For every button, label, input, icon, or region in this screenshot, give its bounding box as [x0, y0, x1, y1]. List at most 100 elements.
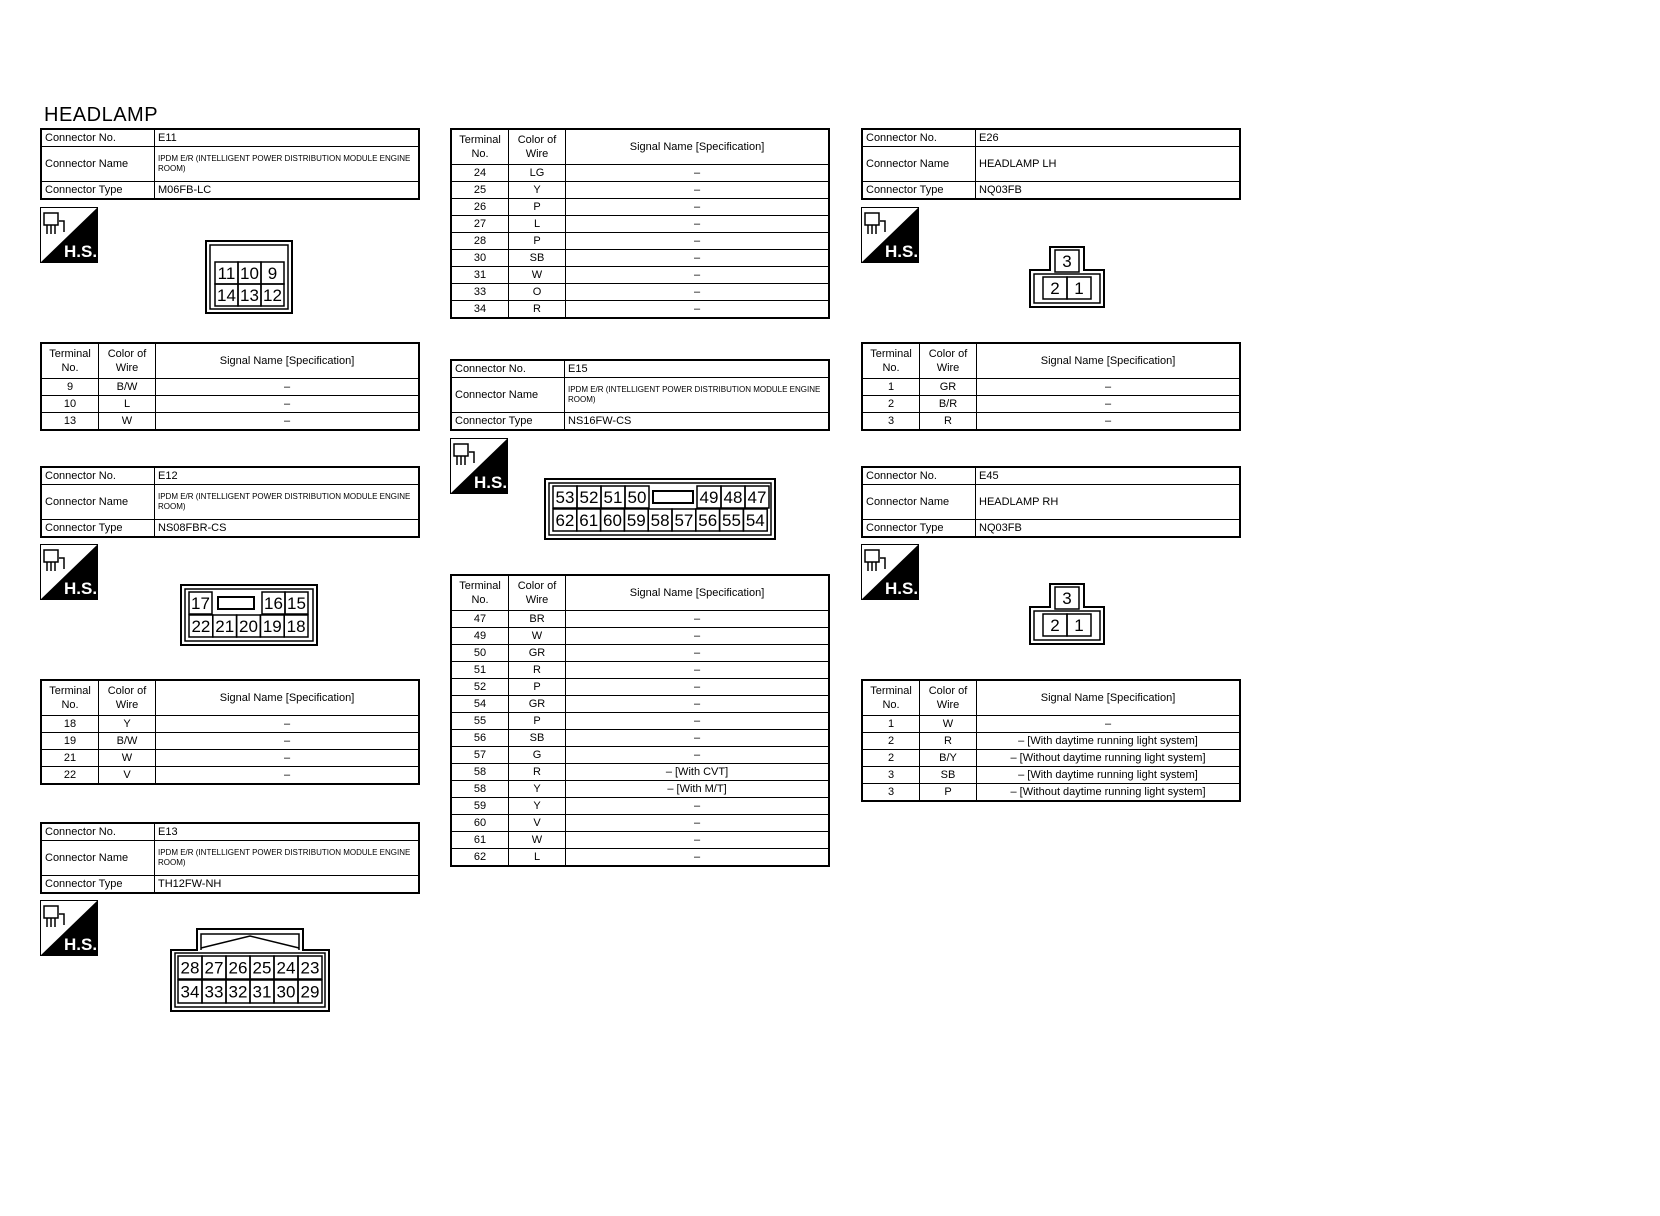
signal-name: –: [976, 715, 1241, 733]
connector-type-value: NS08FBR-CS: [154, 519, 420, 538]
pin-number: 10: [240, 264, 259, 283]
signal-name: –: [565, 644, 830, 662]
pin-number: 62: [555, 511, 574, 530]
wire-color: W: [508, 266, 566, 284]
wire-color: W: [508, 627, 566, 645]
signal-header: Signal Name [Specification]: [565, 574, 830, 611]
signal-name: –: [155, 412, 420, 431]
wire-color: Y: [508, 181, 566, 199]
terminal-no: 56: [450, 729, 509, 747]
wire-color: SB: [508, 249, 566, 267]
connector-no-label: Connector No.: [40, 128, 155, 147]
wire-color: W: [919, 715, 977, 733]
terminal-no: 34: [450, 300, 509, 319]
wire-color: Y: [508, 797, 566, 815]
signal-name: –: [155, 732, 420, 750]
terminal-no: 62: [450, 848, 509, 867]
connector-type-value: NQ03FB: [975, 519, 1241, 538]
terminal-no: 60: [450, 814, 509, 832]
pin-cavity: [624, 485, 650, 509]
signal-name: –: [155, 715, 420, 733]
pin-cavity: [297, 979, 323, 1004]
terminal-no: 27: [450, 215, 509, 233]
wire-color: LG: [508, 164, 566, 182]
terminal-header: Terminal No.: [450, 128, 509, 165]
pin-number: 15: [287, 594, 306, 613]
signal-name: –: [565, 266, 830, 284]
wire-color: R: [508, 763, 566, 781]
harness-side-icon: H.S.: [450, 438, 508, 494]
connector-no-label: Connector No.: [450, 359, 565, 378]
pin-cavity: [188, 591, 213, 615]
pin-cavity: [1054, 586, 1080, 610]
connector-type-label: Connector Type: [861, 181, 976, 200]
wire-color: B/R: [919, 395, 977, 413]
connector-name-label: Connector Name: [861, 146, 976, 182]
signal-name: – [With daytime running light system]: [976, 732, 1241, 750]
pin-number: 54: [746, 511, 765, 530]
signal-header: Signal Name [Specification]: [976, 342, 1241, 379]
signal-name: –: [155, 395, 420, 413]
connector-no-value: E13: [154, 822, 420, 841]
wire-color: GR: [508, 695, 566, 713]
connector-name-value: IPDM E/R (INTELLIGENT POWER DISTRIBUTION…: [154, 146, 420, 182]
terminal-no: 58: [450, 763, 509, 781]
terminal-no: 24: [450, 164, 509, 182]
connector-type-label: Connector Type: [40, 875, 155, 894]
signal-name: –: [155, 766, 420, 785]
signal-name: – [With daytime running light system]: [976, 766, 1241, 784]
pin-number: 1: [1074, 279, 1083, 298]
terminal-no: 47: [450, 610, 509, 628]
pin-cavity: [284, 591, 309, 615]
wire-color: SB: [919, 766, 977, 784]
connector-type-value: M06FB-LC: [154, 181, 420, 200]
pin-number: 34: [181, 983, 200, 1002]
terminal-no: 21: [40, 749, 99, 767]
terminal-no: 52: [450, 678, 509, 696]
wire-color: O: [508, 283, 566, 301]
connector-name-value: HEADLAMP RH: [975, 484, 1241, 520]
connector-name-value: IPDM E/R (INTELLIGENT POWER DISTRIBUTION…: [564, 377, 830, 413]
color-header: Color of Wire: [919, 342, 977, 379]
signal-name: –: [976, 378, 1241, 396]
harness-side-icon: H.S.: [40, 900, 98, 956]
signal-name: –: [565, 232, 830, 250]
signal-name: –: [565, 661, 830, 679]
wire-color: V: [508, 814, 566, 832]
pin-number: 55: [722, 511, 741, 530]
color-header: Color of Wire: [508, 574, 566, 611]
signal-header: Signal Name [Specification]: [565, 128, 830, 165]
pin-number: 9: [268, 264, 277, 283]
pin-cavity: [297, 955, 323, 980]
connector-no-label: Connector No.: [40, 466, 155, 485]
terminal-no: 18: [40, 715, 99, 733]
connector-type-label: Connector Type: [861, 519, 976, 538]
